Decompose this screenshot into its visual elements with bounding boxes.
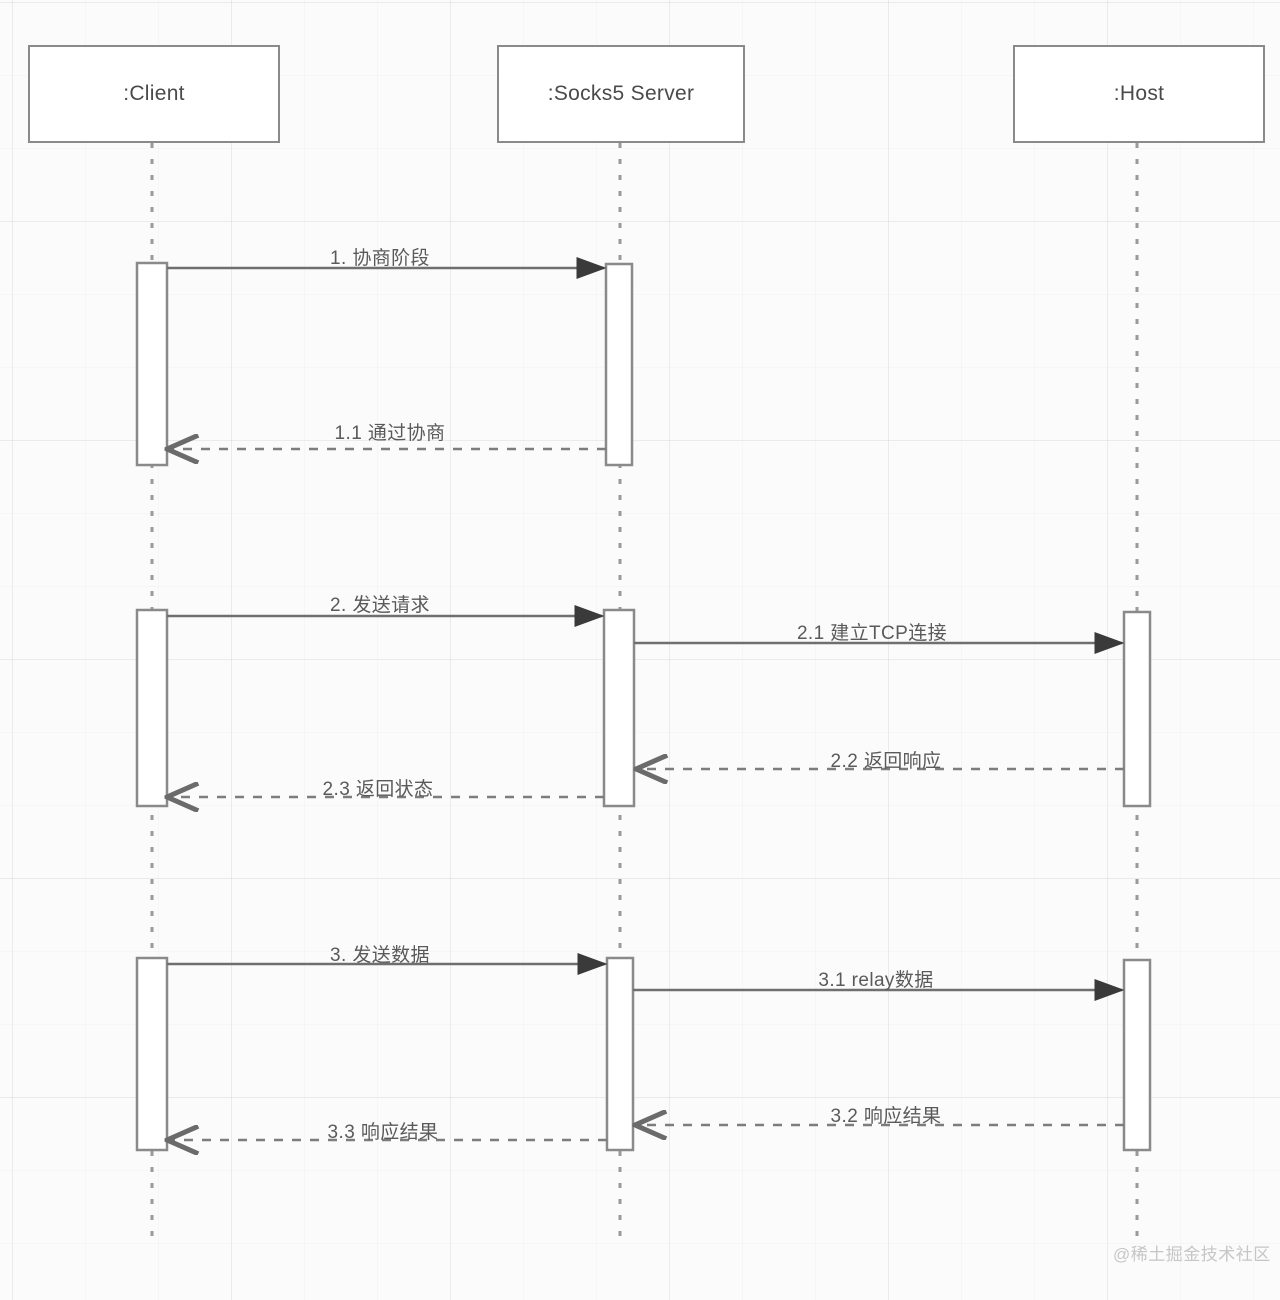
lifeline-header-server[interactable]: :Socks5 Server: [497, 45, 745, 143]
activation-bar-server-3: [602, 608, 636, 808]
lifeline-header-client[interactable]: :Client: [28, 45, 280, 143]
message-label-m2_1: 2.1 建立TCP连接: [796, 623, 948, 644]
message-label-m3_2: 3.2 响应结果: [830, 1106, 942, 1127]
activation-bars-group: [135, 261, 1152, 1152]
lifeline-title-server: :Socks5 Server: [547, 82, 695, 105]
lifeline-title-client: :Client: [123, 82, 185, 105]
message-label-m2: 2. 发送请求: [330, 595, 430, 616]
message-label-m1: 1. 协商阶段: [330, 248, 430, 269]
lifeline-title-host: :Host: [1113, 82, 1165, 105]
activation-bar-host-7: [1122, 958, 1152, 1152]
activation-bar-host-4: [1122, 610, 1152, 808]
message-label-m1_1: 1.1 通过协商: [334, 423, 446, 444]
activation-bar-client-0: [135, 261, 169, 467]
message-label-m3_3: 3.3 响应结果: [327, 1122, 439, 1143]
lifeline-dashed-lines: [150, 143, 1139, 1245]
lifeline-header-host[interactable]: :Host: [1013, 45, 1265, 143]
watermark-text: @稀土掘金技术社区: [1113, 1245, 1271, 1264]
activation-bar-server-6: [605, 956, 635, 1152]
activation-bar-server-1: [604, 262, 634, 467]
message-label-m2_2: 2.2 返回响应: [830, 751, 942, 772]
activation-bar-client-5: [135, 956, 169, 1152]
message-label-m3: 3. 发送数据: [330, 945, 430, 966]
message-label-m2_3: 2.3 返回状态: [322, 779, 434, 800]
message-arrows-group: [167, 257, 1125, 1140]
activation-bar-client-2: [135, 608, 169, 808]
message-label-m3_1: 3.1 relay数据: [818, 970, 934, 991]
